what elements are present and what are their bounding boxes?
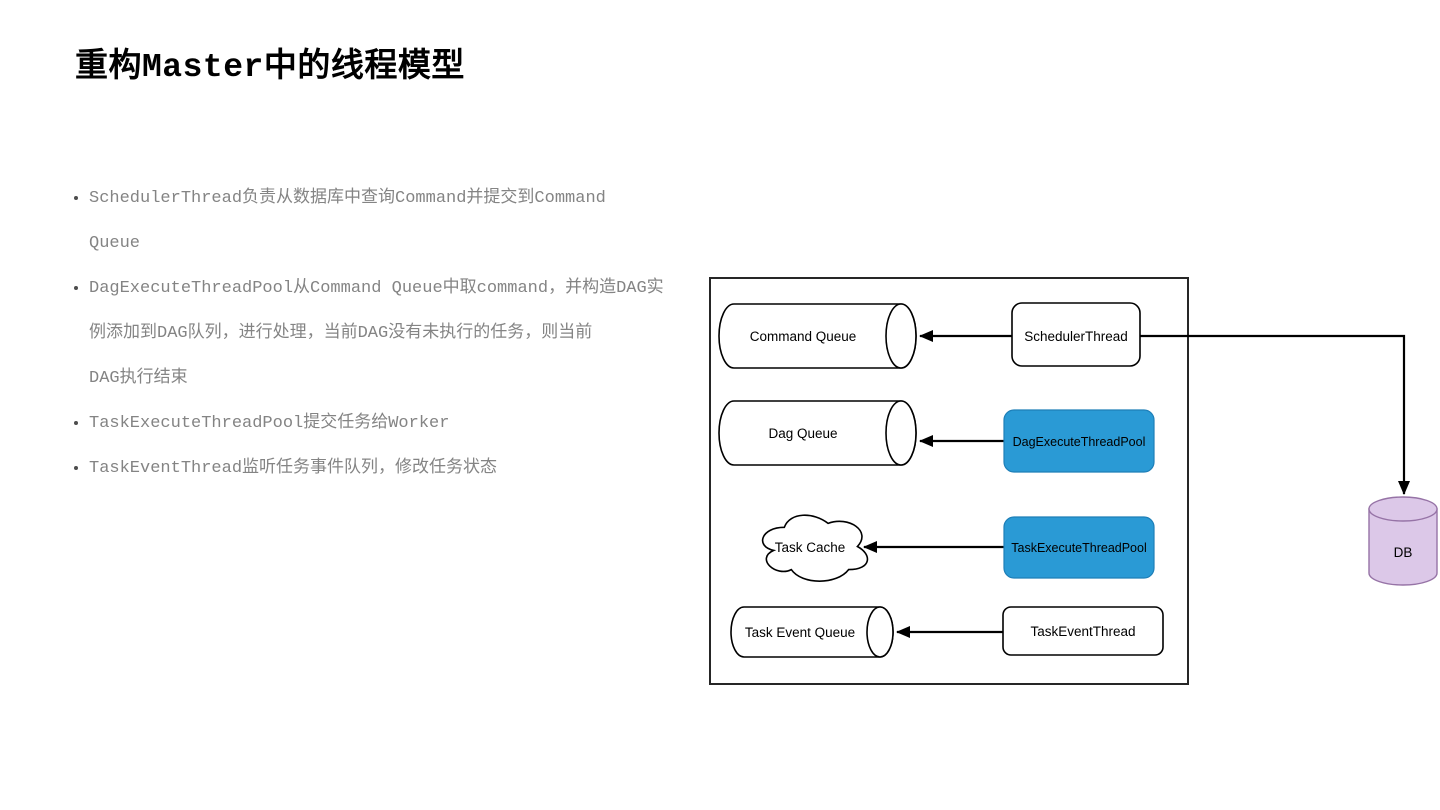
bullet-line: TaskExecuteThreadPool提交任务给Worker — [89, 414, 450, 433]
node-task-event-queue: Task Event Queue — [730, 606, 894, 658]
node-dag-queue: Dag Queue — [718, 400, 917, 466]
bullet-line: TaskEventThread监听任务事件队列，修改任务状态 — [89, 459, 498, 478]
node-command-queue: Command Queue — [718, 303, 917, 369]
scheduler-thread-label: SchedulerThread — [1024, 329, 1128, 344]
scheduler-thread-box — [1011, 302, 1141, 367]
bullet-line: 例添加到DAG队列，进行处理，当前DAG没有未执行的任务，则当前 — [89, 324, 593, 343]
node-task-cache: Task Cache — [761, 514, 869, 582]
task-event-thread-box — [1002, 606, 1164, 656]
diagram-frame — [709, 277, 1189, 685]
dag-execute-thread-pool-label: DagExecuteThreadPool — [1013, 435, 1146, 449]
node-db: DB — [1368, 496, 1438, 586]
bullet-line: DagExecuteThreadPool从Command Queue中取comm… — [89, 279, 664, 298]
command-queue-label: Command Queue — [750, 329, 857, 344]
bullet-line: Queue — [89, 234, 141, 253]
db-label: DB — [1394, 545, 1413, 560]
task-cache-label: Task Cache — [775, 540, 846, 555]
bullet-item-task-event: TaskEventThread监听任务事件队列，修改任务状态 — [89, 446, 664, 491]
bullet-item-dag-execute: DagExecuteThreadPool从Command Queue中取comm… — [89, 266, 664, 401]
task-event-queue-cylinder-cap — [866, 606, 894, 658]
task-execute-thread-pool-box — [1003, 516, 1155, 579]
bullet-line: SchedulerThread负责从数据库中查询Command并提交到Comma… — [89, 189, 606, 208]
page-title: 重构Master中的线程模型 — [75, 49, 465, 86]
node-scheduler-thread: SchedulerThread — [1011, 302, 1141, 367]
command-queue-cylinder-cap — [885, 303, 917, 369]
node-task-event-thread: TaskEventThread — [1002, 606, 1164, 656]
dag-execute-thread-pool-box — [1003, 409, 1155, 473]
bullet-list: SchedulerThread负责从数据库中查询Command并提交到Comma… — [69, 176, 664, 491]
thread-model-diagram: Command Queue SchedulerThread Dag Queue … — [709, 277, 1438, 685]
node-dag-execute-thread-pool: DagExecuteThreadPool — [1003, 409, 1155, 473]
task-event-queue-label: Task Event Queue — [745, 625, 855, 640]
task-event-thread-label: TaskEventThread — [1030, 624, 1135, 639]
bullet-item-scheduler-thread: SchedulerThread负责从数据库中查询Command并提交到Comma… — [89, 176, 664, 266]
bullet-item-task-execute: TaskExecuteThreadPool提交任务给Worker — [89, 401, 664, 446]
db-cylinder-body — [1368, 508, 1438, 586]
task-cache-cloud — [761, 514, 869, 582]
node-task-execute-thread-pool: TaskExecuteThreadPool — [1003, 516, 1155, 579]
dag-queue-cylinder-cap — [885, 400, 917, 466]
db-cylinder-top — [1368, 496, 1438, 522]
dag-queue-label: Dag Queue — [768, 426, 837, 441]
edge-scheduler-to-db — [1140, 334, 1410, 495]
bullet-line: DAG执行结束 — [89, 369, 188, 388]
task-execute-thread-pool-label: TaskExecuteThreadPool — [1011, 541, 1147, 555]
